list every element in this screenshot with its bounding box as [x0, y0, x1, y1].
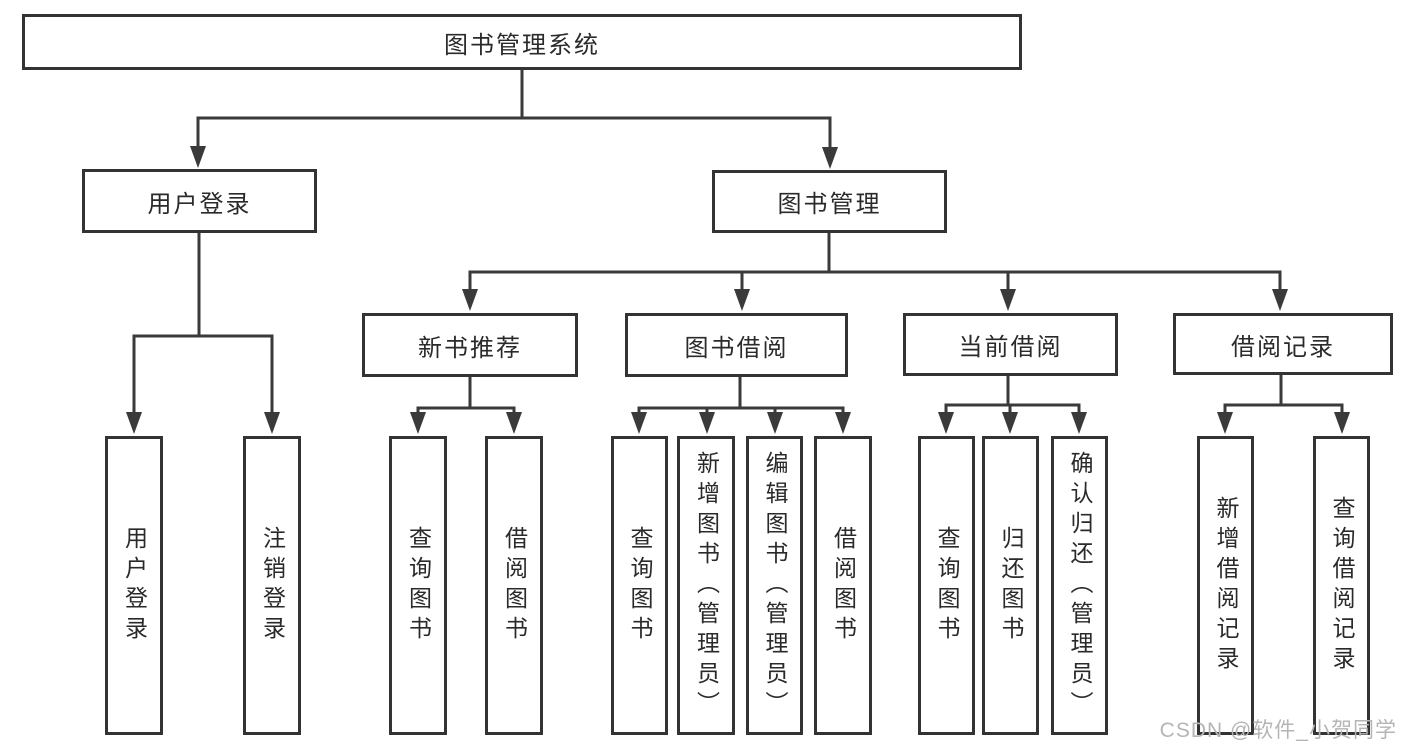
leaf-query-borrow-record-label: 查询借阅记录: [1329, 495, 1355, 676]
node-borrow-records: 借阅记录: [1173, 313, 1393, 375]
arrowheads: [126, 146, 1350, 434]
leaf-borrow-books-label: 借阅图书: [830, 525, 857, 646]
leaf-query-books-current-label: 查询图书: [934, 525, 960, 646]
leaf-borrow-books-recommend-label: 借阅图书: [501, 525, 528, 646]
leaf-borrow-books-recommend: 借阅图书: [485, 436, 543, 735]
leaf-add-books-admin-label: 新增图书（管理员）: [693, 450, 720, 721]
leaf-add-borrow-record: 新增借阅记录: [1197, 436, 1254, 735]
leaf-add-borrow-record-label: 新增借阅记录: [1213, 495, 1239, 676]
leaf-query-books-borrow: 查询图书: [611, 436, 668, 735]
leaf-borrow-books: 借阅图书: [814, 436, 872, 735]
connector-paths: [132, 70, 1344, 413]
leaf-logout: 注销登录: [243, 436, 301, 735]
leaf-add-books-admin: 新增图书（管理员）: [677, 436, 735, 735]
node-book-borrow: 图书借阅: [625, 313, 848, 377]
leaf-user-login: 用户登录: [105, 436, 163, 735]
leaf-query-books-recommend-label: 查询图书: [405, 525, 432, 646]
leaf-query-borrow-record: 查询借阅记录: [1313, 436, 1370, 735]
node-new-book-recommend: 新书推荐: [362, 313, 578, 377]
leaf-confirm-return-admin: 确认归还（管理员）: [1051, 436, 1108, 735]
leaf-user-login-label: 用户登录: [121, 525, 148, 646]
leaf-logout-label: 注销登录: [259, 525, 286, 646]
leaf-edit-books-admin: 编辑图书（管理员）: [746, 436, 803, 735]
leaf-return-books: 归还图书: [982, 436, 1039, 735]
node-user-login: 用户登录: [82, 169, 317, 233]
csdn-watermark: CSDN @软件_小贺同学: [1159, 719, 1397, 742]
node-root-system: 图书管理系统: [22, 14, 1022, 70]
leaf-query-books-borrow-label: 查询图书: [627, 525, 653, 646]
leaf-return-books-label: 归还图书: [998, 525, 1024, 646]
node-book-management: 图书管理: [712, 170, 947, 233]
leaf-query-books-current: 查询图书: [918, 436, 975, 735]
leaf-edit-books-admin-label: 编辑图书（管理员）: [762, 450, 788, 721]
leaf-query-books-recommend: 查询图书: [389, 436, 447, 735]
leaf-confirm-return-admin-label: 确认归还（管理员）: [1067, 450, 1093, 721]
node-current-borrow: 当前借阅: [903, 313, 1118, 376]
